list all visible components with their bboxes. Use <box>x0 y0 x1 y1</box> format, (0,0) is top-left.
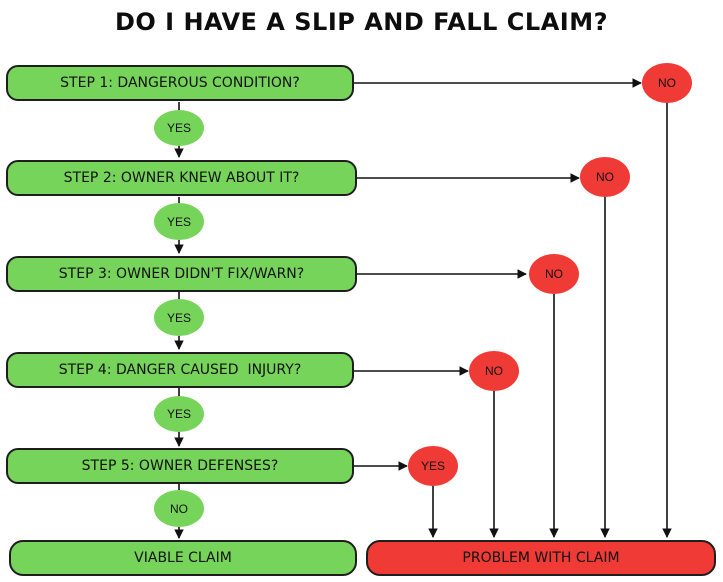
step-5-box: STEP 5: OWNER DEFENSES? <box>6 448 354 484</box>
no-oval-4: NO <box>469 351 519 391</box>
step-1-box: STEP 1: DANGEROUS CONDITION? <box>6 65 354 101</box>
viable-claim-box: VIABLE CLAIM <box>9 540 357 576</box>
yes-oval-step5: YES <box>408 446 458 486</box>
step-3-box: STEP 3: OWNER DIDN'T FIX/WARN? <box>6 256 357 292</box>
step-2-box: STEP 2: OWNER KNEW ABOUT IT? <box>6 160 357 196</box>
yes-oval-3: YES <box>154 299 204 336</box>
step-4-box: STEP 4: DANGER CAUSED INJURY? <box>6 352 354 388</box>
no-oval-step5: NO <box>154 490 204 527</box>
diagram-title: DO I HAVE A SLIP AND FALL CLAIM? <box>114 8 608 36</box>
yes-oval-2: YES <box>154 203 204 240</box>
no-oval-1: NO <box>642 63 692 103</box>
no-oval-2: NO <box>580 157 630 197</box>
yes-oval-4: YES <box>154 396 204 432</box>
no-oval-3: NO <box>529 254 579 294</box>
problem-with-claim-box: PROBLEM WITH CLAIM <box>366 540 716 576</box>
yes-oval-1: YES <box>154 110 204 146</box>
